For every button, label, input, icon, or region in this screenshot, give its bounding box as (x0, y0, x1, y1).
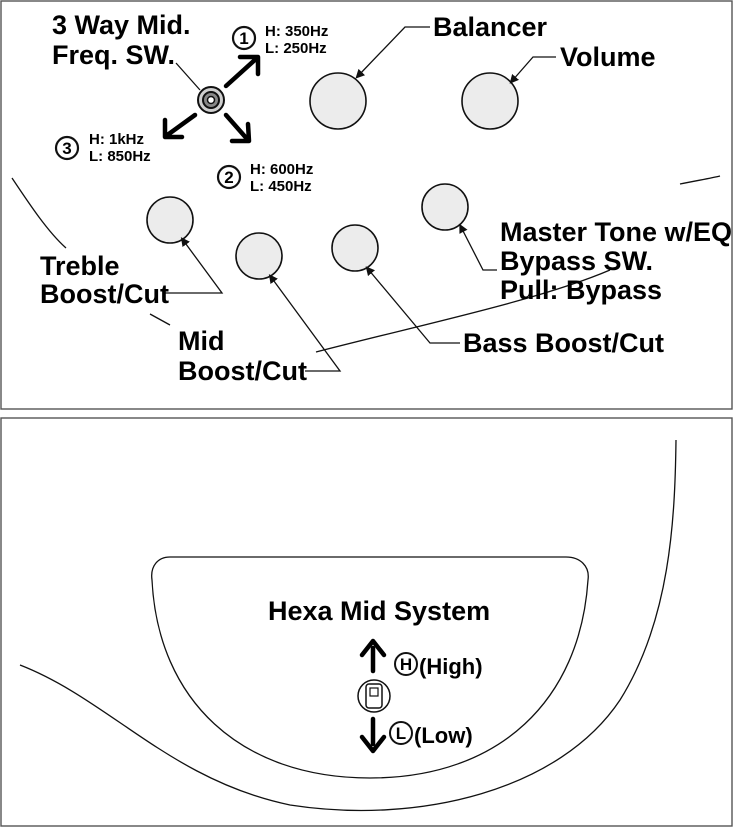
master-tone-label-line2: Bypass SW. (500, 246, 653, 276)
treble-label-line2: Boost/Cut (40, 279, 169, 309)
treble-label-line1: Treble (40, 251, 120, 281)
arrow-pos3-icon (162, 112, 198, 140)
master-tone-leader (459, 223, 497, 271)
body-contour-line (11, 177, 67, 249)
balancer-knob (309, 72, 367, 130)
low-symbol-badge (389, 721, 413, 745)
pos1-badge (231, 25, 257, 51)
arrow-pos1-icon (223, 54, 261, 89)
body-contour-line-2 (149, 313, 171, 326)
control-plate-outline (151, 556, 589, 779)
pos3-low: L: 850Hz (89, 148, 151, 165)
bottom-panel-frame (0, 417, 733, 827)
master-tone-label-line3: Pull: Bypass (500, 275, 662, 305)
arrow-pos2-icon (223, 112, 252, 144)
mid-label-line1: Mid (178, 326, 225, 356)
freq-switch-icon (197, 86, 225, 114)
low-symbol: L (396, 724, 406, 743)
high-symbol-badge (394, 652, 418, 676)
pos2-low: L: 450Hz (250, 178, 312, 195)
mid-label-line2: Boost/Cut (178, 356, 307, 386)
mid-leader (268, 274, 342, 372)
mini-toggle-switch-icon (357, 679, 391, 713)
master-tone-knob (421, 183, 469, 231)
pos1-low: L: 250Hz (265, 40, 327, 57)
low-label: (Low) (414, 723, 473, 748)
body-outline-line (19, 439, 677, 812)
mid-knob (235, 232, 283, 280)
pos3-high: H: 1kHz (89, 131, 144, 148)
high-symbol: H (400, 655, 412, 674)
freq-switch-leader (175, 62, 201, 91)
pos1-number: 1 (239, 29, 248, 48)
balancer-leader (355, 26, 430, 79)
pos1-high: H: 350Hz (265, 23, 328, 40)
pos2-high: H: 600Hz (250, 161, 313, 178)
bass-knob (331, 224, 379, 272)
high-label: (High) (419, 654, 483, 679)
body-contour-line-4 (679, 175, 721, 185)
bass-leader (365, 266, 460, 344)
down-arrow-head-icon (359, 734, 387, 754)
hexa-mid-title: Hexa Mid System (268, 596, 490, 626)
volume-label: Volume (560, 42, 656, 72)
body-contour-line-3 (315, 269, 611, 353)
treble-leader (165, 237, 224, 294)
volume-leader (509, 56, 556, 84)
freq-switch-label-line2: Freq. SW. (52, 40, 175, 70)
up-arrow-head-icon (359, 638, 387, 658)
master-tone-label-line1: Master Tone w/EQ (500, 217, 732, 247)
bass-label: Bass Boost/Cut (463, 328, 664, 358)
pos3-number: 3 (62, 139, 71, 158)
treble-knob (146, 196, 194, 244)
top-panel-frame (0, 0, 733, 410)
pos3-badge (54, 135, 80, 161)
pos2-number: 2 (224, 168, 233, 187)
volume-knob (461, 72, 519, 130)
freq-switch-label-line1: 3 Way Mid. (52, 10, 191, 40)
balancer-label: Balancer (433, 12, 548, 42)
pos2-badge (216, 164, 242, 190)
